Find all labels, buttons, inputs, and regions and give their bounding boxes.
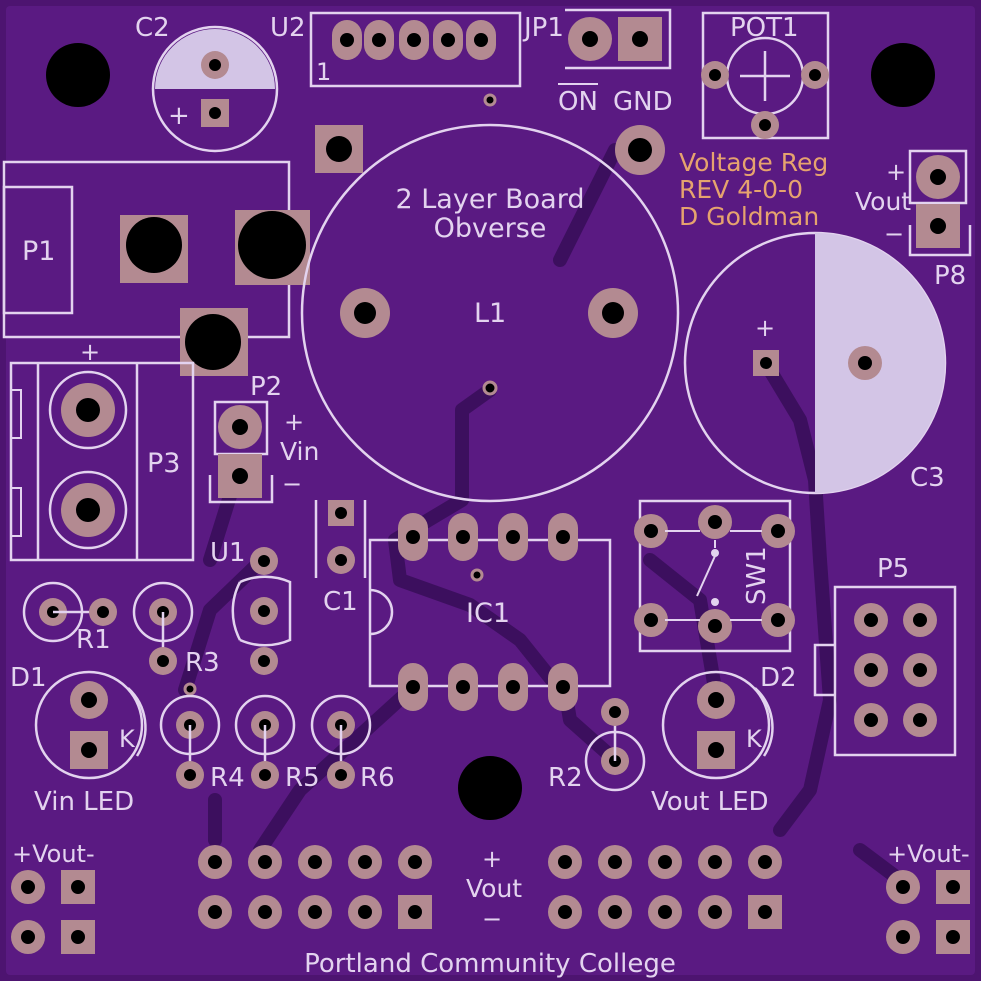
- vout-connector-left: [11, 870, 95, 954]
- label-sw1: SW1: [742, 546, 772, 605]
- label-r2: R2: [548, 763, 583, 793]
- header-left: [198, 845, 432, 929]
- copper-traces: [178, 143, 907, 887]
- d1-k-label: K: [119, 725, 136, 753]
- label-l1: L1: [474, 298, 506, 329]
- p8-minus: −: [884, 220, 904, 248]
- header-vout-label: Vout: [466, 874, 522, 903]
- jumper-jp1: [565, 8, 672, 70]
- led-d1: [34, 670, 147, 780]
- p3-plus: +: [80, 338, 100, 366]
- label-p8: P8: [934, 261, 966, 291]
- vout-led-label: Vout LED: [651, 787, 769, 817]
- via: [183, 682, 197, 696]
- resistor-r3: [132, 581, 194, 675]
- p2-plus: +: [284, 408, 304, 436]
- capacitor-c1: [314, 500, 367, 578]
- resistor-r2: [584, 698, 646, 792]
- label-ic1: IC1: [466, 598, 510, 629]
- label-p1: P1: [22, 236, 55, 267]
- capacitor-c2: [151, 25, 279, 153]
- regulator-u2: [309, 11, 522, 88]
- jp1-gnd-label: GND: [613, 87, 673, 117]
- c2-plus-label: +: [168, 101, 190, 131]
- version-block: Voltage Reg REV 4-0-0 D Goldman: [679, 148, 828, 231]
- transistor-u1: [231, 547, 292, 675]
- label-c1: C1: [323, 587, 358, 617]
- label-c3: C3: [910, 463, 945, 493]
- via: [483, 93, 497, 107]
- resistor-r4: [159, 694, 221, 789]
- connector-p2: [208, 400, 274, 504]
- c3-plus: +: [755, 314, 775, 342]
- board-subtitle: Obverse: [434, 213, 547, 244]
- capacitor-c3: [683, 231, 947, 495]
- header-plus: +: [482, 845, 502, 873]
- terminal-block-p3: [9, 361, 195, 562]
- label-u2: U2: [270, 13, 306, 43]
- p8-plus: +: [886, 158, 906, 186]
- chip-ic1: [368, 513, 612, 711]
- p2-vin-label: Vin: [280, 437, 319, 466]
- potentiometer-pot1: [701, 11, 830, 140]
- label-r3: R3: [185, 648, 220, 678]
- resistor-r5: [234, 694, 296, 789]
- label-p2: P2: [250, 372, 282, 402]
- power-jack-p1: [2, 160, 310, 376]
- label-pot1: POT1: [730, 13, 799, 43]
- label-u1: U1: [210, 538, 246, 568]
- label-c2: C2: [135, 13, 170, 43]
- resistor-r1: [22, 581, 117, 643]
- p8-vout-label: Vout: [855, 187, 911, 216]
- connector-p5: [813, 585, 957, 757]
- jp1-on-label: ON: [558, 87, 598, 117]
- u2-pin1-label: 1: [316, 58, 331, 86]
- switch-sw1: [634, 499, 795, 653]
- p2-minus: −: [282, 470, 302, 498]
- inductor-l1: [300, 123, 680, 503]
- label-r5: R5: [285, 763, 320, 793]
- header-right: [548, 845, 782, 929]
- vout-pm-label-right: +Vout-: [887, 840, 970, 868]
- board-title: 2 Layer Board: [396, 184, 585, 215]
- version-line-2: REV 4-0-0: [679, 175, 803, 204]
- label-d2: D2: [760, 663, 797, 693]
- resistor-r6: [310, 694, 372, 789]
- footer-label: Portland Community College: [304, 949, 676, 979]
- d2-k-label: K: [746, 725, 763, 753]
- led-d2: [661, 670, 774, 780]
- vin-led-label: Vin LED: [34, 787, 134, 817]
- label-p5: P5: [877, 554, 909, 584]
- label-r1: R1: [76, 625, 111, 655]
- header-minus: −: [482, 905, 502, 933]
- vout-connector-right: [886, 870, 970, 954]
- label-p3: P3: [147, 448, 180, 479]
- label-r6: R6: [360, 763, 395, 793]
- version-line-1: Voltage Reg: [679, 148, 828, 177]
- mounting-holes: [46, 43, 935, 820]
- label-jp1: JP1: [522, 13, 564, 43]
- label-d1: D1: [10, 663, 47, 693]
- vout-pm-label-left: +Vout-: [12, 840, 95, 868]
- label-r4: R4: [210, 763, 245, 793]
- version-line-3: D Goldman: [679, 202, 819, 231]
- connector-p8: [908, 149, 972, 257]
